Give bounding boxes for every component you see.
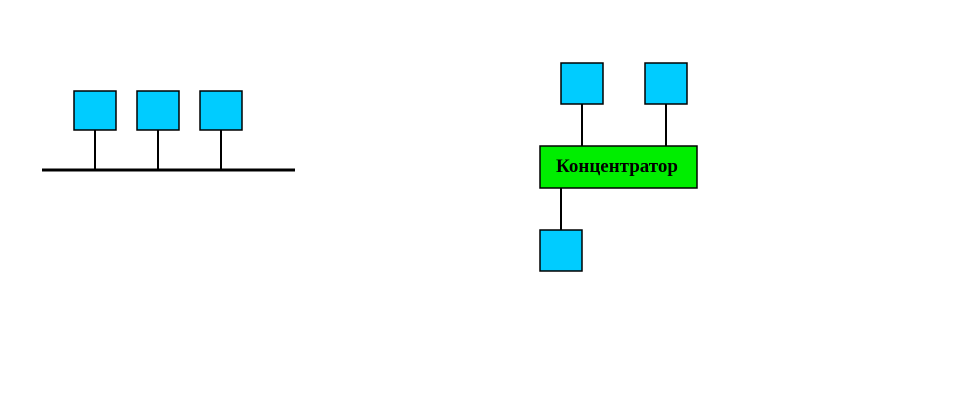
star-node-top-right <box>644 62 688 105</box>
bus-node-2 <box>136 90 180 131</box>
hub-box <box>539 145 698 189</box>
bus-topology <box>42 90 295 172</box>
star-node-top-left <box>560 62 604 105</box>
star-node-bottom <box>539 229 583 272</box>
bus-node-1 <box>73 90 117 131</box>
bus-node-3 <box>199 90 243 131</box>
hub-label: Концентратор <box>556 156 678 177</box>
star-topology: Концентратор <box>539 62 698 272</box>
